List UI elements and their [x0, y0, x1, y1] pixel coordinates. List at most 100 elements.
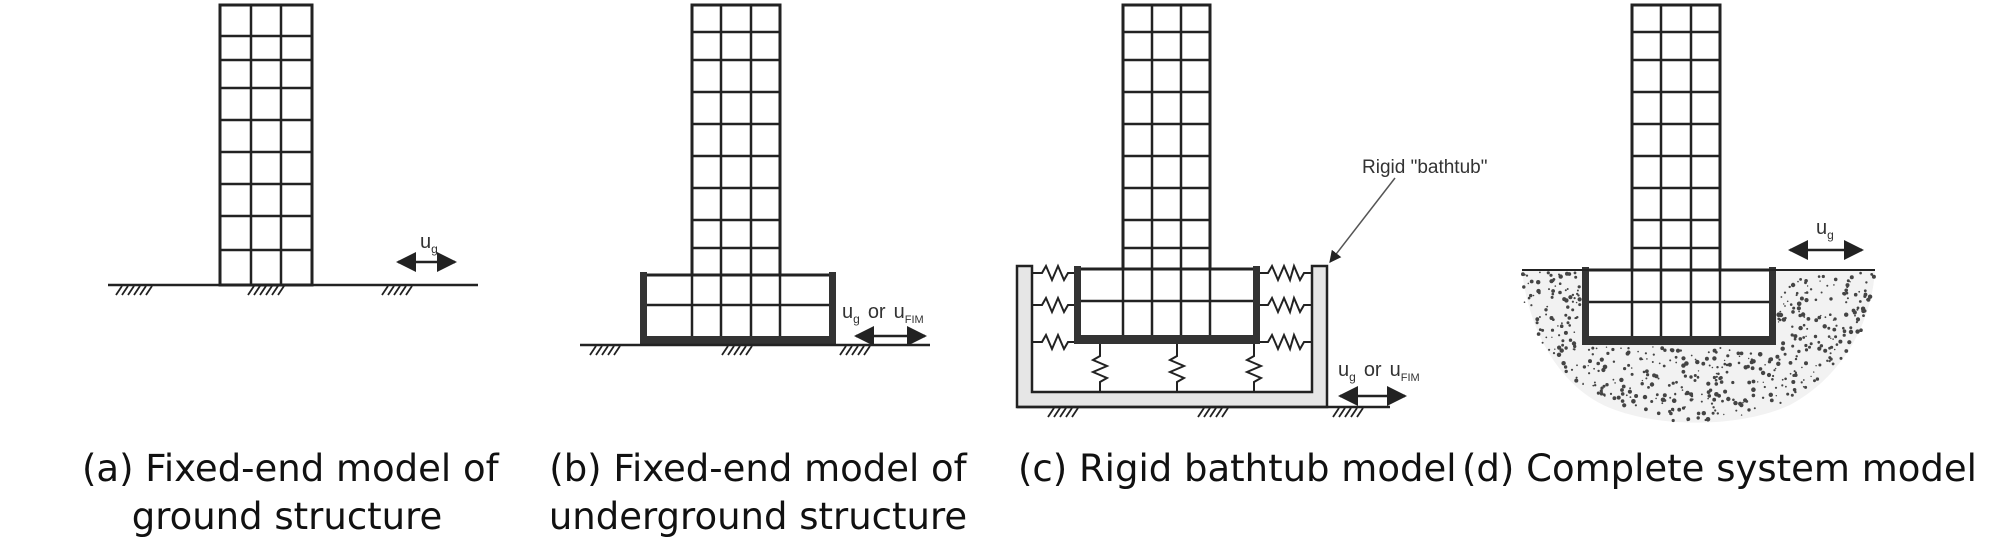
soil-grain [1612, 396, 1617, 401]
soil-grain [1849, 281, 1851, 283]
soil-grain [1731, 380, 1735, 385]
soil-grain [1711, 411, 1715, 415]
soil-grain [1621, 384, 1626, 389]
soil-grain [1637, 350, 1639, 353]
soil-grain [1757, 381, 1759, 383]
soil-grain [1669, 396, 1672, 399]
soil-grain [1774, 367, 1777, 370]
soil-grain [1799, 296, 1804, 301]
soil-grain [1578, 285, 1581, 288]
soil-grain [1566, 321, 1570, 325]
soil-grain [1829, 357, 1833, 361]
soil-grain [1612, 378, 1615, 381]
bathtub-leader-line [1329, 177, 1396, 263]
soil-grain [1559, 324, 1564, 329]
soil-grain [1772, 374, 1775, 378]
soil-grain [1735, 409, 1738, 412]
soil-grain [1733, 400, 1738, 406]
soil-grain [1728, 349, 1731, 352]
soil-grain [1715, 372, 1718, 375]
soil-grain [1671, 381, 1675, 385]
soil-grain [1640, 382, 1644, 386]
soil-grain [1794, 357, 1798, 361]
soil-grain [1796, 306, 1801, 311]
soil-grain [1818, 363, 1822, 367]
soil-grain [1766, 372, 1772, 378]
soil-grain [1833, 348, 1836, 351]
soil-grain [1696, 411, 1701, 416]
soil-grain [1561, 339, 1565, 343]
soil-grain [1781, 341, 1786, 346]
soil-grain [1658, 362, 1661, 365]
soil-grain [1644, 352, 1647, 355]
soil-grain [1775, 354, 1780, 359]
soil-grain [1814, 298, 1818, 302]
soil-grain [1804, 298, 1809, 303]
soil-grain [1777, 317, 1781, 321]
soil-grain [1774, 386, 1778, 389]
soil-grain [1573, 297, 1576, 300]
soil-grain [1593, 381, 1596, 384]
soil-grain [1609, 392, 1613, 395]
ground-motion-label: ug [1816, 217, 1834, 242]
soil-grain [1576, 364, 1578, 367]
soil-grain [1641, 358, 1644, 361]
soil-grain [1779, 401, 1782, 404]
soil-medium [1521, 270, 1876, 423]
soil-grain [1619, 377, 1624, 383]
soil-grain [1805, 291, 1809, 294]
soil-grain [1828, 360, 1831, 363]
soil-grain [1525, 274, 1529, 277]
soil-grain [1804, 279, 1808, 283]
soil-grain [1712, 397, 1717, 402]
soil-grain [1521, 272, 1525, 277]
soil-grain [1576, 289, 1579, 292]
soil-grain [1714, 382, 1719, 386]
soil-grain [1523, 301, 1526, 304]
soil-grain [1577, 294, 1580, 297]
soil-grain [1592, 384, 1595, 387]
soil-grain [1623, 367, 1627, 371]
basement-frame [1074, 266, 1260, 344]
fixed-support-hatch [1047, 407, 1364, 418]
soil-grain [1833, 317, 1837, 321]
soil-grain [1546, 271, 1550, 275]
soil-grain [1563, 365, 1568, 369]
soil-grain [1646, 358, 1648, 360]
soil-grain [1732, 398, 1735, 402]
soil-grain [1750, 366, 1755, 371]
soil-grain [1559, 348, 1564, 353]
soil-grain [1616, 395, 1621, 400]
soil-grain [1571, 341, 1577, 346]
soil-grain [1551, 279, 1555, 283]
soil-grain [1804, 292, 1807, 294]
soil-grain [1684, 406, 1686, 408]
soil-grain [1578, 303, 1582, 307]
soil-grain [1800, 312, 1806, 317]
soil-grain [1793, 370, 1796, 373]
soil-grain [1792, 388, 1797, 392]
soil-grain [1620, 399, 1625, 403]
soil-grain [1793, 337, 1797, 341]
soil-grain [1591, 346, 1595, 350]
soil-grain [1805, 335, 1807, 338]
soil-grain [1826, 359, 1829, 362]
soil-grain [1723, 389, 1728, 394]
soil-grain [1814, 318, 1819, 323]
soil-grain [1863, 289, 1867, 293]
soil-grain [1575, 301, 1578, 304]
soil-grain [1701, 393, 1703, 396]
soil-grain [1804, 361, 1808, 366]
soil-grain [1602, 364, 1608, 370]
soil-grain [1817, 340, 1821, 344]
soil-grain [1630, 372, 1634, 376]
soil-grain [1780, 296, 1783, 298]
soil-grain [1558, 274, 1563, 279]
soil-grain [1634, 404, 1637, 407]
soil-grain [1649, 382, 1655, 387]
fixed-support-hatch [115, 285, 413, 296]
soil-grain [1596, 391, 1600, 395]
soil-grain [1564, 289, 1567, 292]
